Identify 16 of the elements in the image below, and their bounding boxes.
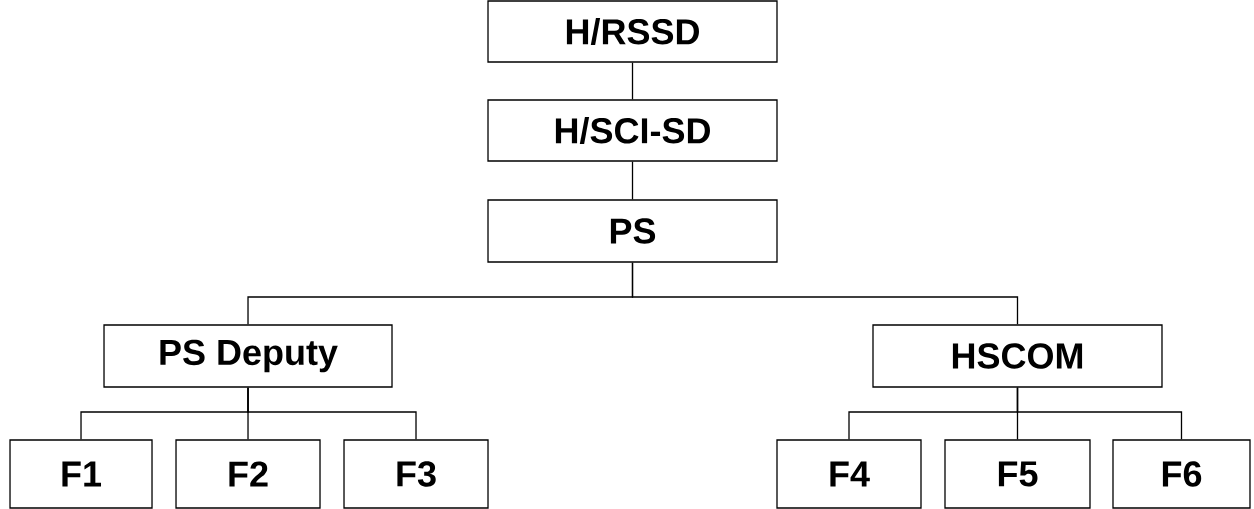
org-box: F2 [175,439,321,509]
connector-line [631,161,634,200]
connector-line [1016,387,1183,440]
org-box: PS Deputy [103,324,393,388]
org-box: F3 [343,439,489,509]
org-box: F4 [776,439,922,509]
org-box: H/SCI-SD [487,99,778,162]
org-box: F5 [944,439,1091,509]
org-box: H/RSSD [487,0,778,63]
org-box: F6 [1112,439,1251,509]
org-box: HSCOM [872,324,1163,388]
connector-line [631,262,1019,325]
connector-line [631,62,634,100]
org-box: PS [487,199,778,263]
connector-line [247,387,417,440]
org-box: F1 [9,439,153,509]
